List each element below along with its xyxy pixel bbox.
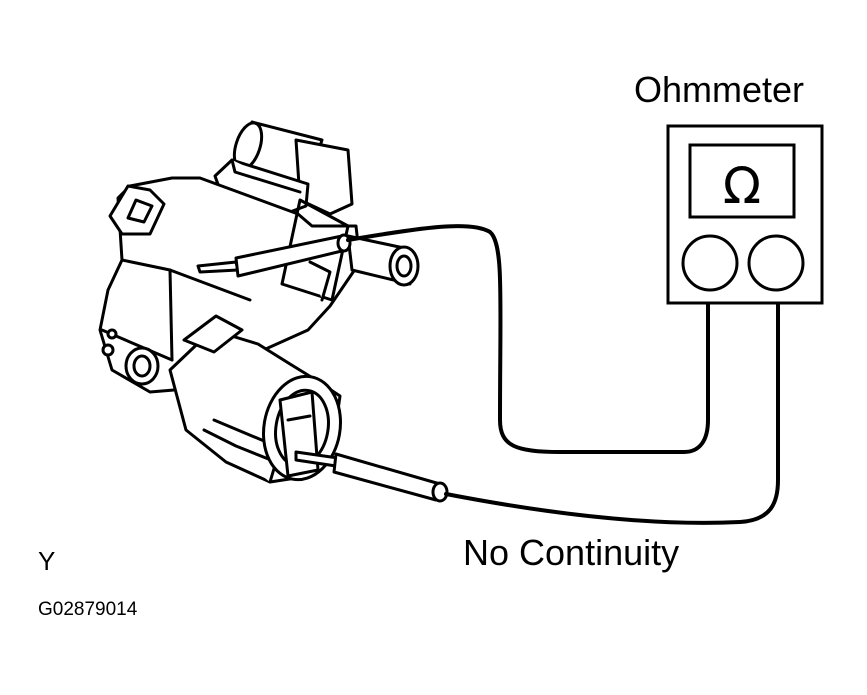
valve-assembly [98,120,420,484]
result-label: No Continuity [463,532,680,573]
ohmmeter-terminal-right [747,234,805,292]
figure-id: G02879014 [38,599,138,620]
test-lead-upper [346,224,710,454]
ohmmeter [666,124,824,305]
view-marker: Y [38,546,56,576]
probe-lower [294,450,449,503]
ohmmeter-label: Ohmmeter [634,69,805,110]
ohmmeter-display [688,143,796,219]
test-lead-lower [444,282,780,525]
probe-upper [196,233,352,278]
ohmmeter-terminal-left [681,234,739,292]
ohm-symbol: Ω [723,157,761,215]
